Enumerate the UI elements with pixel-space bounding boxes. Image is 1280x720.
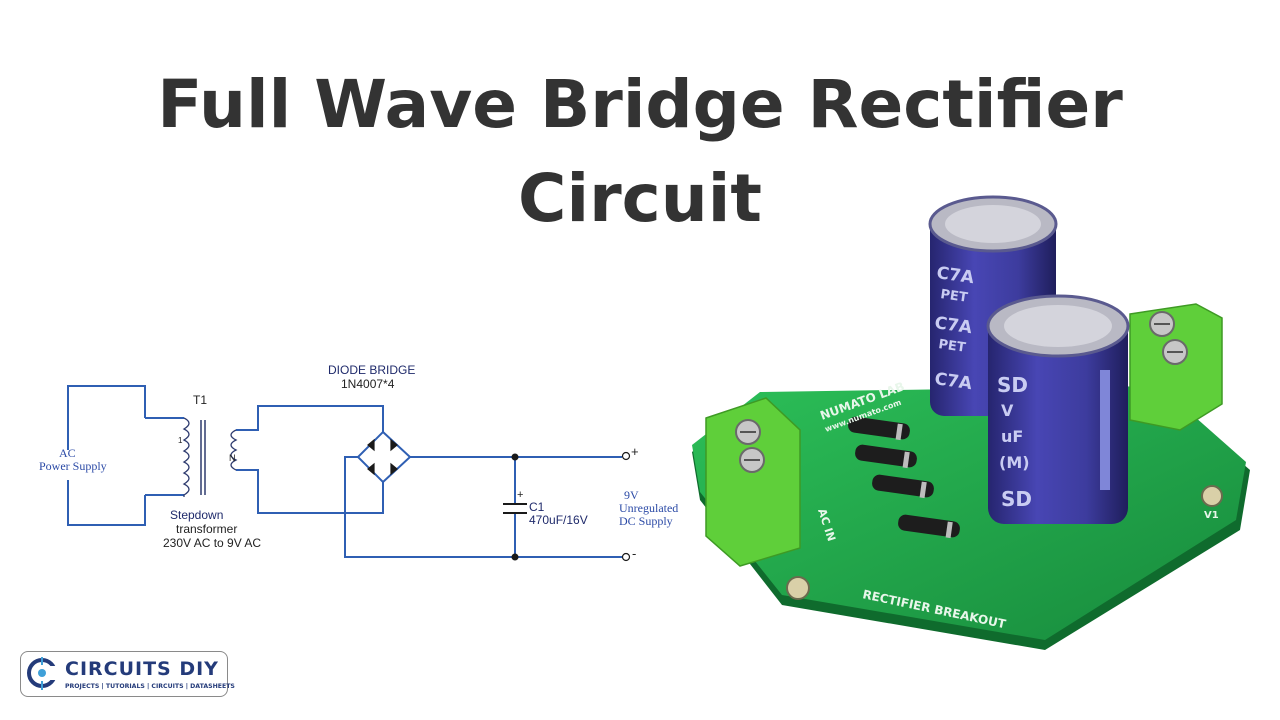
input-terminal-block [705, 397, 801, 567]
diode-bridge-title: DIODE BRIDGE [328, 363, 416, 377]
mount-hole-2 [1201, 485, 1223, 507]
page-title-line-1: Full Wave Bridge Rectifier [157, 66, 1123, 143]
capacitor-front-mark-5: SD [1001, 487, 1032, 511]
output-minus-sign: - [632, 546, 637, 561]
diode-bridge-symbol [356, 430, 412, 484]
diodes [848, 416, 960, 539]
transformer-pin-primary: 1 [178, 436, 183, 445]
ac-source-label-1: AC [59, 446, 76, 460]
bridge-outline [356, 430, 412, 484]
ac-wire-bottom [67, 480, 146, 526]
transformer-pin-secondary: N [229, 453, 236, 463]
input-terminal-body [705, 397, 801, 567]
diode-body-4 [898, 514, 960, 538]
capacitor-front-stripe [1100, 370, 1110, 490]
secondary-wire-top [236, 405, 384, 432]
transformer-ref: T1 [193, 393, 208, 407]
capacitor-front-mark-3: uF [1001, 427, 1023, 446]
diode-band-4 [945, 521, 953, 539]
capacitor-front: SD V uF (M) SD [986, 294, 1130, 524]
diode-d3 [367, 462, 375, 476]
logo-name: CIRCUITS DIY [65, 658, 219, 680]
diode-body-2 [855, 444, 917, 468]
diode-d1 [367, 438, 375, 452]
capacitor-front-mark-1: SD [997, 373, 1028, 397]
diode-band-3 [919, 481, 927, 499]
secondary-wire-bottom [236, 469, 384, 514]
output-label-2: Unregulated [619, 501, 679, 515]
ac-source-label-2: Power Supply [39, 459, 107, 473]
output-terminal-block [1129, 303, 1223, 431]
pcb-version: V1 [1204, 510, 1219, 521]
capacitor-back-mark-2: PET [939, 287, 968, 306]
diode-bridge-part: 1N4007*4 [341, 377, 395, 391]
capacitor-ref: C1 [529, 500, 545, 514]
ac-wire-top [67, 385, 146, 450]
circuit-cd-icon [27, 657, 59, 690]
diode-body-1 [848, 416, 910, 440]
capacitor-back-mark-4: PET [937, 337, 966, 356]
mount-hole-1 [786, 576, 810, 600]
transformer-caption-1: Stepdown [170, 508, 224, 522]
output-plus-sign: + [631, 444, 639, 459]
junction-negative [511, 553, 519, 561]
capacitor-value: 470uF/16V [529, 513, 588, 527]
output-label-3: DC Supply [619, 514, 673, 528]
primary-coil [182, 417, 190, 497]
transformer-symbol [182, 417, 238, 497]
capacitor-polarity: + [517, 489, 524, 501]
capacitor-front-mark-4: (M) [999, 453, 1030, 472]
diode-body-3 [872, 474, 934, 498]
diode-band-2 [902, 451, 910, 469]
diode-d2 [390, 438, 398, 452]
capacitor-back-top-inner [945, 205, 1041, 243]
diode-band-1 [895, 423, 903, 441]
secondary-coil [230, 429, 238, 471]
output-terminal-body [1129, 303, 1223, 431]
transformer-caption-3: 230V AC to 9V AC [163, 536, 262, 550]
transformer-caption-2: transformer [176, 522, 238, 536]
terminal-negative [621, 552, 631, 562]
capacitor-front-top-inner [1004, 305, 1112, 347]
logo-tagline: PROJECTS | TUTORIALS | CIRCUITS | DATASH… [65, 683, 235, 690]
page-title-line-2: Circuit [518, 160, 762, 237]
capacitor-symbol [503, 503, 527, 514]
output-label-1: 9V [624, 488, 639, 502]
capacitor-front-mark-2: V [1001, 401, 1014, 420]
junction-positive [511, 453, 519, 461]
capacitor-front-body [988, 318, 1128, 524]
circuits-diy-logo[interactable]: CIRCUITS DIY PROJECTS | TUTORIALS | CIRC… [20, 651, 235, 697]
terminal-positive [621, 451, 631, 461]
negative-rail [344, 456, 622, 558]
diode-d4 [390, 462, 398, 476]
